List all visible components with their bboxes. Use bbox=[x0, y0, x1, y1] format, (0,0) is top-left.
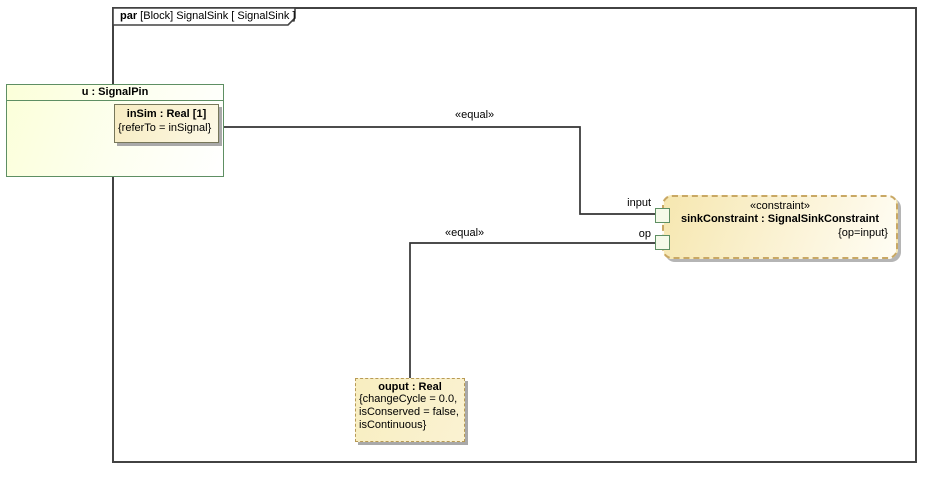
part-insim-title: inSim : Real [1] bbox=[126, 108, 207, 120]
value-ouput-tag-line3: isContinuous} bbox=[359, 419, 427, 431]
part-insim[interactable]: inSim : Real [1] {referTo = inSignal} bbox=[114, 104, 219, 143]
constraint-parameter-port-input[interactable] bbox=[655, 208, 670, 223]
block-signalpin-title: u : SignalPin bbox=[7, 85, 223, 101]
value-ouput-tag-line1: {changeCycle = 0.0, bbox=[359, 393, 458, 405]
port-label-op: op bbox=[638, 228, 651, 240]
connector-stereotype-equal-1[interactable]: «equal» bbox=[455, 109, 495, 121]
value-ouput-real[interactable]: ouput : Real {changeCycle = 0.0, isConse… bbox=[355, 378, 465, 442]
frame-diagram-kind: par bbox=[120, 10, 138, 22]
constraint-property-sinkconstraint[interactable]: «constraint» sinkConstraint : SignalSink… bbox=[662, 195, 898, 259]
part-insim-tag: {referTo = inSignal} bbox=[118, 122, 212, 134]
diagram-frame-tab[interactable]: par [Block] SignalSink [ SignalSink ] bbox=[120, 10, 295, 22]
connector-stereotype-equal-2[interactable]: «equal» bbox=[445, 227, 485, 239]
port-label-input: input bbox=[627, 197, 651, 209]
value-ouput-title: ouput : Real bbox=[378, 381, 442, 393]
diagram-frame bbox=[112, 7, 917, 463]
constraint-expression: {op=input} bbox=[838, 227, 888, 239]
constraint-stereotype: «constraint» bbox=[750, 200, 810, 212]
equal-connector-insim-to-input[interactable] bbox=[220, 126, 655, 215]
constraint-title: sinkConstraint : SignalSinkConstraint bbox=[680, 213, 880, 225]
constraint-parameter-port-op[interactable] bbox=[655, 235, 670, 250]
frame-diagram-title: [Block] SignalSink [ SignalSink ] bbox=[137, 10, 296, 22]
equal-connector-op-to-ouput[interactable] bbox=[409, 242, 655, 378]
value-ouput-tag-line2: isConserved = false, bbox=[359, 406, 459, 418]
